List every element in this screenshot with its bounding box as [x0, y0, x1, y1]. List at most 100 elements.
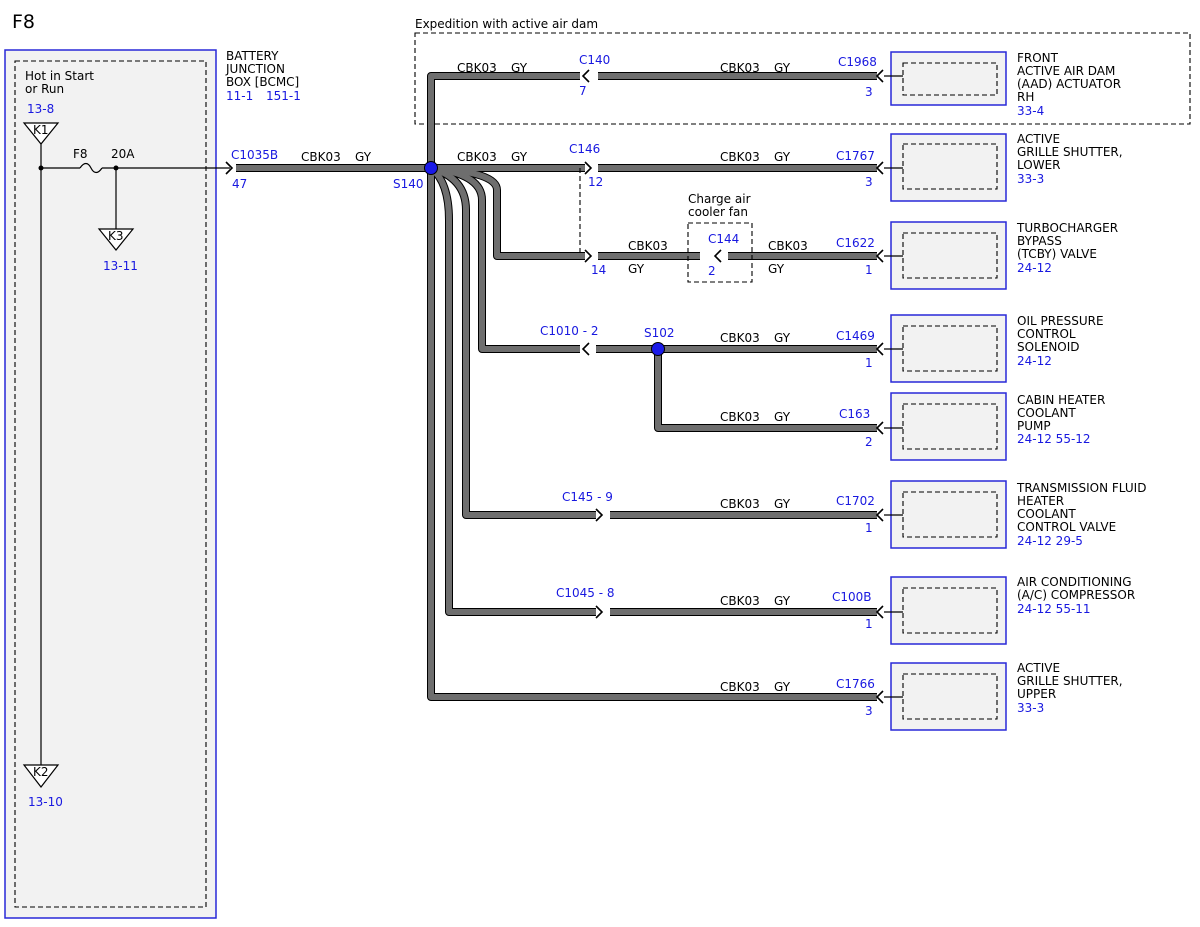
- wire-color: GY: [774, 594, 791, 608]
- connector-label: C1968: [838, 55, 877, 69]
- component-name: LOWER: [1017, 158, 1061, 172]
- wire-labels: CBK03 GY CBK03 GY CBK03 GY CBK03 GY CBK0…: [301, 61, 808, 694]
- pin-label: 1: [865, 521, 873, 535]
- c1010-label: C1010 - 2: [540, 324, 599, 338]
- component-name: FRONT: [1017, 51, 1059, 65]
- k2-label: K2: [33, 765, 49, 779]
- wire-harness: [236, 72, 877, 701]
- wire-circuit: CBK03: [457, 61, 497, 75]
- wire-color: GY: [774, 150, 791, 164]
- bjb-connector: C1035B: [231, 148, 278, 162]
- wire-circuit: CBK03: [720, 680, 760, 694]
- component-name: PUMP: [1017, 419, 1051, 433]
- wire-circuit: CBK03: [720, 331, 760, 345]
- component-refs: 24-12: [1017, 354, 1052, 368]
- component-c1767: C1767 3 ACTIVE GRILLE SHUTTER, LOWER 33-…: [836, 132, 1123, 202]
- pin-label: 3: [865, 704, 873, 718]
- component-refs: 24-12 55-11: [1017, 602, 1091, 616]
- fuse-name: F8: [73, 147, 88, 161]
- supply-ref: 13-8: [27, 102, 54, 116]
- component-name: GRILLE SHUTTER,: [1017, 145, 1123, 159]
- fuse-rating: 20A: [111, 147, 135, 161]
- splice-s140: [424, 161, 438, 175]
- supply-label-2: or Run: [25, 82, 64, 96]
- pin-label: 2: [865, 435, 873, 449]
- k1-label: K1: [33, 123, 49, 137]
- bjb-ref-1: 11-1: [226, 89, 253, 103]
- optional-group-box: [414, 32, 1191, 125]
- component-refs: 24-12: [1017, 261, 1052, 275]
- pin-label: 1: [865, 356, 873, 370]
- connector-label: C163: [839, 407, 870, 421]
- component-c100b: C100B 1 AIR CONDITIONING (A/C) COMPRESSO…: [832, 575, 1135, 645]
- component-name: ACTIVE AIR DAM: [1017, 64, 1115, 78]
- wire-color: GY: [774, 61, 791, 75]
- k2-triangle: [22, 764, 60, 788]
- c146-label: C146: [569, 142, 600, 156]
- page-code: F8: [12, 11, 35, 33]
- c140-label: C140: [579, 53, 610, 67]
- c146-pin-upper: 12: [588, 175, 603, 189]
- component-name: GRILLE SHUTTER,: [1017, 674, 1123, 688]
- power-box: Hot in Start or Run 13-8 K1 K2 13-10 F8 …: [4, 49, 230, 919]
- component-c163: C163 2 CABIN HEATER COOLANT PUMP 24-12 5…: [839, 392, 1105, 461]
- c146-pin-lower: 14: [591, 263, 606, 277]
- component-name: TRANSMISSION FLUID: [1016, 481, 1146, 495]
- component-name: BYPASS: [1017, 234, 1062, 248]
- wire-color: GY: [355, 150, 372, 164]
- wire-color: GY: [774, 410, 791, 424]
- component-name: ACTIVE: [1017, 132, 1060, 146]
- c140-pin: 7: [579, 84, 587, 98]
- c1045-label: C1045 - 8: [556, 586, 615, 600]
- connector-label: C1767: [836, 149, 875, 163]
- component-name: OIL PRESSURE: [1017, 314, 1104, 328]
- splice-s140-label: S140: [393, 177, 424, 191]
- c144-group-box: [687, 222, 753, 283]
- component-name: SOLENOID: [1017, 340, 1080, 354]
- pin-label: 3: [865, 85, 873, 99]
- component-refs: 33-3: [1017, 701, 1044, 715]
- splice-s102: [651, 342, 665, 356]
- c144-group-label-2: cooler fan: [688, 205, 748, 219]
- wire-color: GY: [511, 150, 528, 164]
- bjb-labels: BATTERY JUNCTION BOX [BCMC] 11-1 151-1 C…: [225, 49, 301, 191]
- connector-label: C1702: [836, 494, 875, 508]
- bjb-title-1: BATTERY: [226, 49, 279, 63]
- bjb-ref-2: 151-1: [266, 89, 301, 103]
- k3-triangle: [97, 228, 135, 251]
- component-name: UPPER: [1017, 687, 1056, 701]
- connector-label: C100B: [832, 590, 872, 604]
- component-c1702: C1702 1 TRANSMISSION FLUID HEATER COOLAN…: [836, 480, 1146, 549]
- connector-label: C1622: [836, 236, 875, 250]
- component-name: (AAD) ACTUATOR: [1017, 77, 1121, 91]
- pin-label: 1: [865, 263, 873, 277]
- wire-circuit: CBK03: [720, 497, 760, 511]
- wire-color: GY: [628, 262, 645, 276]
- component-refs: 33-3: [1017, 172, 1044, 186]
- wire-color: GY: [774, 331, 791, 345]
- component-c1766: C1766 3 ACTIVE GRILLE SHUTTER, UPPER 33-…: [836, 661, 1123, 731]
- optional-group-label: Expedition with active air dam: [415, 17, 598, 31]
- c144-pin: 2: [708, 264, 716, 278]
- splice-s102-label: S102: [644, 326, 675, 340]
- component-name: AIR CONDITIONING: [1017, 575, 1132, 589]
- wire-color: GY: [511, 61, 528, 75]
- bjb-title-2: JUNCTION: [225, 62, 285, 76]
- component-name: CABIN HEATER: [1017, 393, 1105, 407]
- component-c1469: C1469 1 OIL PRESSURE CONTROL SOLENOID 24…: [836, 314, 1104, 383]
- c145-label: C145 - 9: [562, 490, 613, 504]
- bjb-title-3: BOX [BCMC]: [226, 75, 299, 89]
- c144-label: C144: [708, 232, 739, 246]
- c144-group-label-1: Charge air: [688, 192, 751, 206]
- component-name: COOLANT: [1017, 507, 1076, 521]
- component-c1968: C1968 3 FRONT ACTIVE AIR DAM (AAD) ACTUA…: [838, 51, 1121, 118]
- component-name: ACTIVE: [1017, 661, 1060, 675]
- wire-color: GY: [774, 497, 791, 511]
- pin-label: 1: [865, 617, 873, 631]
- component-name: RH: [1017, 90, 1034, 104]
- wire-circuit: CBK03: [628, 239, 668, 253]
- component-refs: 33-4: [1017, 104, 1044, 118]
- wire-circuit: CBK03: [301, 150, 341, 164]
- inline-connectors: C140 7 C146 12 14 Charge air cooler fan …: [540, 53, 753, 619]
- fuse-symbol: [79, 162, 103, 174]
